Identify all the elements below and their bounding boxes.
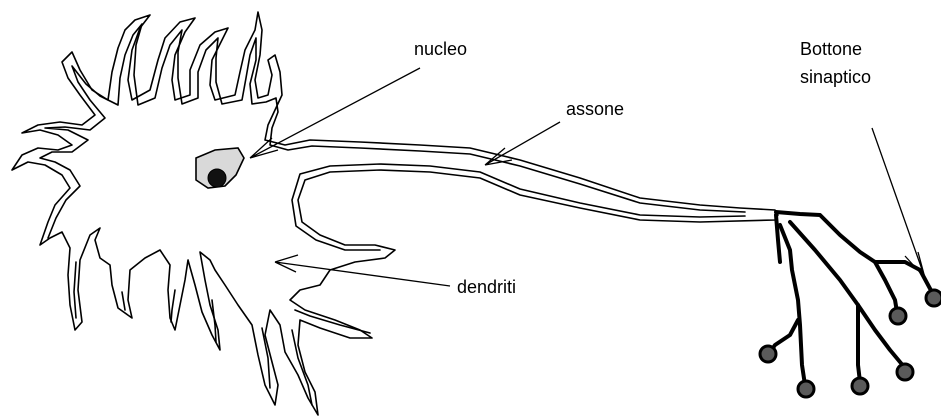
synaptic-button [897, 364, 913, 380]
terminal-branch-5 [780, 225, 805, 385]
label-nucleo: nucleo [414, 38, 467, 60]
nucleolus [208, 169, 226, 187]
terminal-branch-2 [875, 262, 897, 312]
leader-assone [485, 122, 560, 165]
terminal-branch-4 [858, 305, 860, 382]
label-dendriti: dendriti [457, 276, 516, 298]
cell-body-inner-outline [40, 24, 745, 405]
label-bottone-line1: Bottone [800, 38, 862, 60]
synaptic-button [926, 290, 941, 306]
synaptic-button [798, 381, 814, 397]
synaptic-button [852, 378, 868, 394]
leader-dendriti [275, 255, 450, 286]
synaptic-button [890, 308, 906, 324]
synaptic-button [760, 346, 776, 362]
terminal-branch-7 [776, 215, 780, 262]
label-bottone-line2: sinaptico [800, 66, 871, 88]
leader-bottone [872, 128, 925, 278]
terminal-branch-main [776, 212, 934, 296]
label-assone: assone [566, 98, 624, 120]
cell-body-outline [12, 12, 778, 415]
